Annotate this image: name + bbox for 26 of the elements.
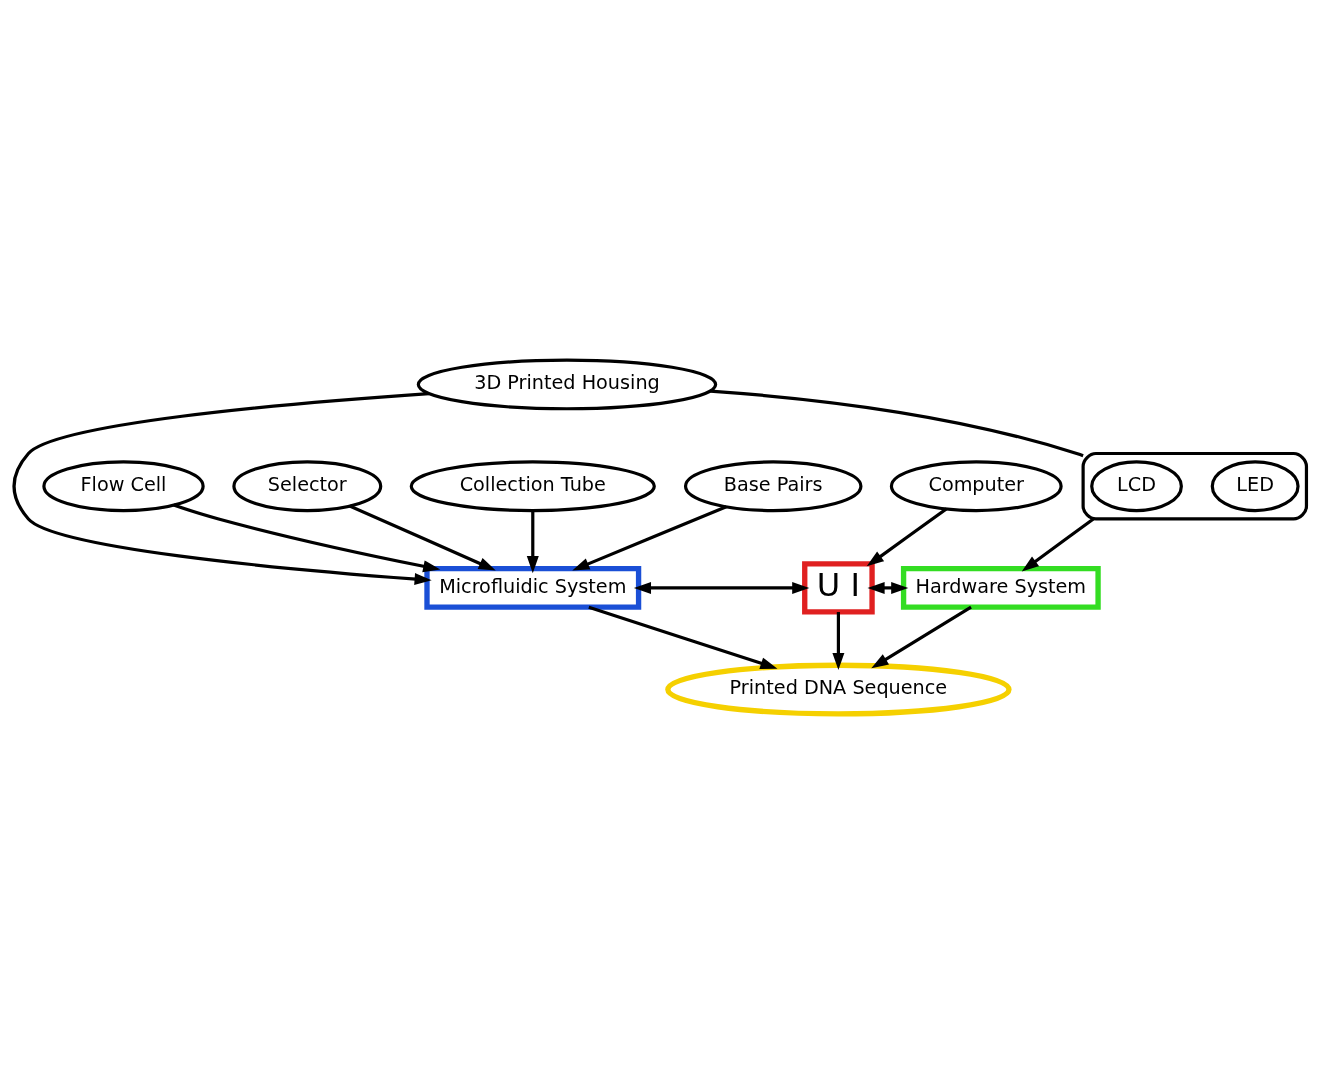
node-ellipse: Collection Tube bbox=[409, 459, 656, 512]
node-ellipse: 3D Printed Housing bbox=[416, 358, 718, 410]
cluster bbox=[1081, 451, 1309, 521]
arrow bbox=[349, 504, 496, 570]
node-ellipse: LCD bbox=[1090, 459, 1183, 512]
arrow bbox=[588, 605, 778, 669]
arrow bbox=[1021, 517, 1095, 571]
node-ellipse: Flow Cell bbox=[42, 459, 205, 512]
node-ellipse: Base Pairs bbox=[683, 459, 863, 512]
arrow bbox=[867, 581, 909, 594]
node-box: Hardware System bbox=[900, 565, 1101, 610]
node-ellipse: Computer bbox=[889, 459, 1063, 512]
node-ellipse: LED bbox=[1210, 459, 1300, 512]
arrow bbox=[572, 504, 727, 570]
arrow bbox=[526, 510, 539, 573]
arrow bbox=[12, 391, 432, 585]
arrow bbox=[866, 507, 948, 566]
node-box: U I bbox=[802, 560, 875, 615]
connector bbox=[710, 389, 1084, 457]
node-ellipse: Printed DNA Sequence bbox=[665, 662, 1012, 717]
node-box: Microfluidic System bbox=[424, 565, 642, 610]
node-ellipse: Selector bbox=[232, 459, 383, 512]
arrow bbox=[871, 605, 972, 668]
arrow bbox=[173, 503, 441, 572]
arrow bbox=[832, 611, 845, 670]
arrow bbox=[633, 581, 810, 594]
